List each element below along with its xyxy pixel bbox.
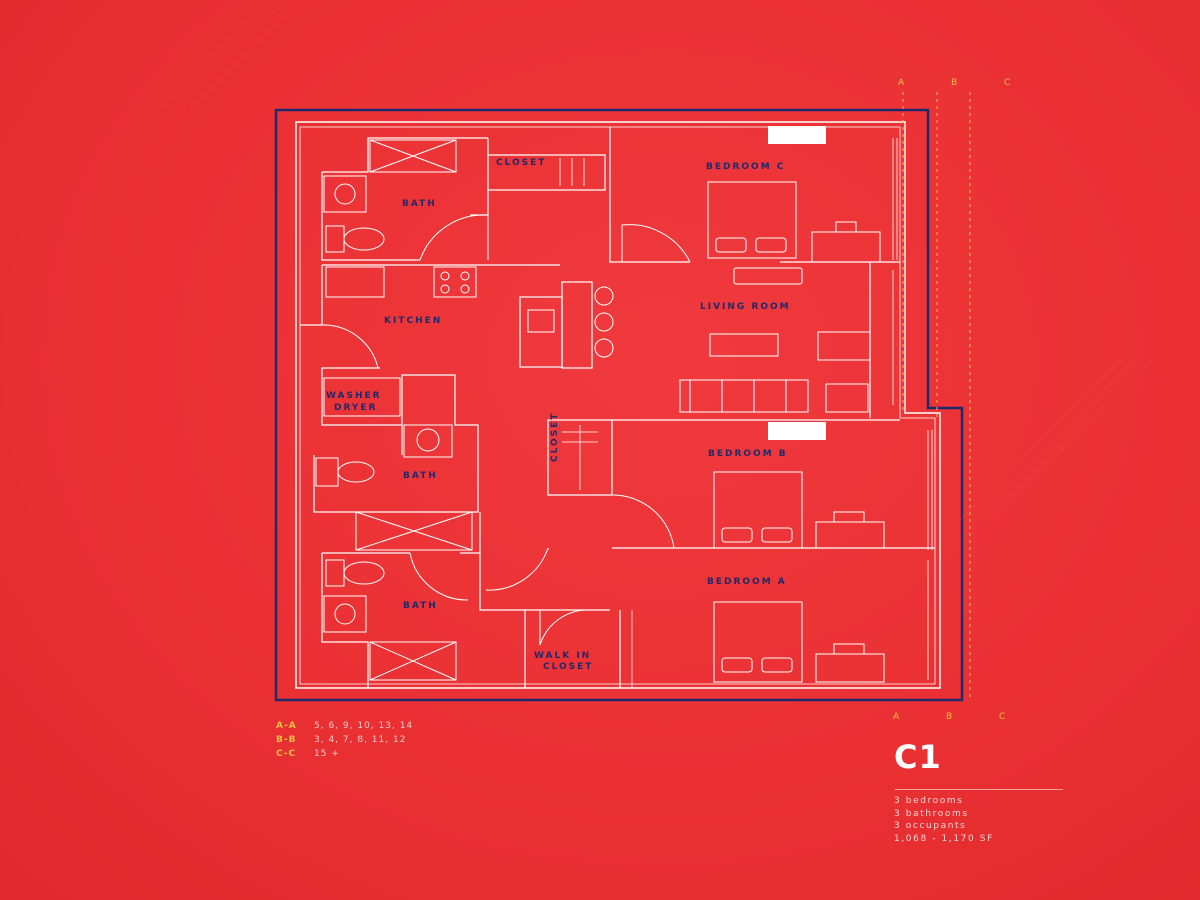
unit-name: C1 [894,738,942,776]
room-label-bath-1: BATH [402,199,437,209]
interior-walls [300,127,935,688]
unit-legend: A-A 5, 6, 9, 10, 13, 14 B-B 3, 4, 7, 8, … [276,721,413,763]
room-label-walk-in: WALK IN [534,651,592,661]
room-label-dryer: DRYER [334,403,378,413]
room-label-closet-mid: CLOSET [550,411,560,462]
unit-divider [895,789,1063,790]
room-label-washer: WASHER [326,391,382,401]
background-hatch [159,9,1151,521]
vent-c [768,126,826,144]
legend-row: C-C 15 + [276,749,413,763]
bath-fixtures [315,139,473,681]
legend-value: 15 + [314,749,340,759]
legend-key: A-A [276,721,297,731]
room-label-living-room: LIVING ROOM [700,302,791,312]
door-swings [321,214,691,646]
kitchen-fixtures [325,266,614,358]
legend-key: B-B [276,735,297,745]
room-label-bedroom-b: BEDROOM B [708,449,788,459]
dimension-marks-top: A B C [898,78,1033,88]
legend-row: A-A 5, 6, 9, 10, 13, 14 [276,721,413,735]
room-label-closet-top: CLOSET [496,158,547,168]
spec-square-feet: 1,068 - 1,170 SF [894,833,994,844]
legend-row: B-B 3, 4, 7, 8, 11, 12 [276,735,413,749]
room-label-bedroom-c: BEDROOM C [706,162,786,172]
dimension-marks-bottom: A B C [893,712,1028,722]
room-label-bedroom-a: BEDROOM A [707,577,787,587]
legend-value: 5, 6, 9, 10, 13, 14 [314,721,414,731]
dimension-guides [902,92,971,700]
legend-value: 3, 4, 7, 8, 11, 12 [314,735,407,745]
room-label-bath-2: BATH [403,471,438,481]
spec-bedrooms: 3 bedrooms [894,796,964,806]
building-outline [274,108,964,702]
windows [892,138,933,680]
furniture [679,181,885,683]
unit-specs: 3 bedrooms 3 bathrooms 3 occupants 1,068… [894,795,994,845]
vent-b [768,422,826,440]
room-label-bath-3: BATH [403,601,438,611]
closet-shelves [559,158,598,490]
exterior-walls [295,121,941,689]
room-label-walk-in-closet: CLOSET [543,662,594,672]
legend-key: C-C [276,749,297,759]
spec-bathrooms: 3 bathrooms [894,808,969,819]
spec-occupants: 3 occupants [894,821,967,831]
room-label-kitchen: KITCHEN [384,316,443,326]
